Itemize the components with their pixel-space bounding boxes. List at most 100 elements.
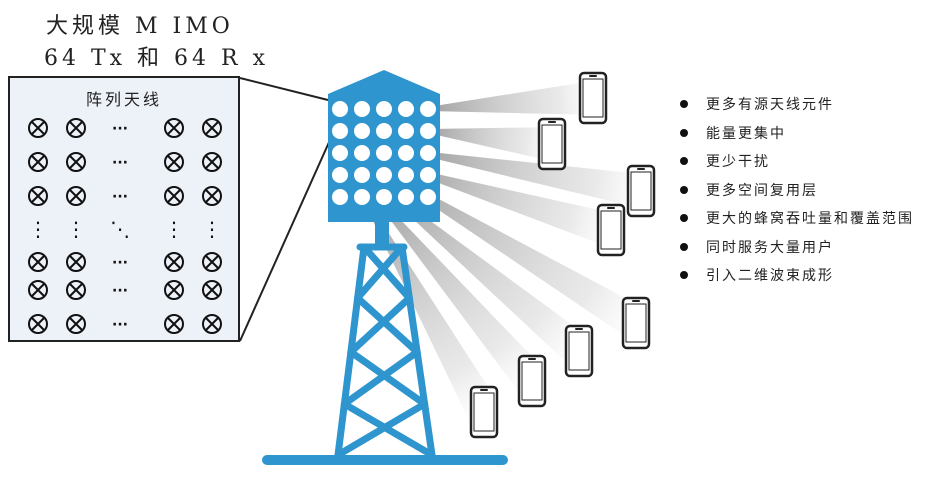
antenna-element-dot (376, 145, 392, 161)
cross-circle-icon (28, 152, 48, 172)
smartphone-icon (596, 203, 626, 257)
cross-circle-icon (164, 252, 184, 272)
beam (427, 81, 595, 115)
vertical-ellipsis: ⋮ (202, 217, 222, 241)
antenna-element-dot (376, 189, 392, 205)
beam (393, 176, 645, 338)
smartphone-icon (621, 296, 651, 350)
tower-lattice (334, 243, 436, 459)
tower-base (262, 455, 508, 465)
antenna-array-panel: 阵列天线 ··· ··· ··· ⋮ ⋮ ⋱ ⋮ ⋮ ··· ··· ··· (8, 76, 240, 342)
beam (383, 188, 590, 365)
antenna-element-grid: ··· ··· ··· ⋮ ⋮ ⋱ ⋮ ⋮ ··· ··· ··· (28, 118, 222, 334)
antenna-element-dot (332, 145, 348, 161)
bullet-icon (680, 157, 688, 166)
smartphone-icon (564, 324, 594, 378)
feature-item: 能量更集中 (676, 119, 914, 148)
antenna-element-dot (376, 101, 392, 117)
beam-group (363, 81, 645, 421)
cross-circle-icon (202, 152, 222, 172)
cross-circle-icon (202, 118, 222, 138)
vertical-ellipsis: ⋮ (164, 217, 184, 241)
feature-item: 同时服务大量用户 (676, 233, 914, 262)
antenna-element-dot (332, 167, 348, 183)
diagonal-ellipsis: ⋱ (110, 217, 130, 241)
cross-circle-icon (164, 152, 184, 172)
cross-circle-icon (28, 314, 48, 334)
cross-circle-icon (164, 118, 184, 138)
vertical-ellipsis: ⋮ (28, 217, 48, 241)
smartphone-icon (537, 117, 567, 171)
horizontal-ellipsis: ··· (112, 189, 128, 205)
array-panel-label: 阵列天线 (85, 90, 162, 109)
beam (427, 127, 554, 161)
antenna-element-dot (332, 101, 348, 117)
tower-neck (375, 220, 389, 250)
antenna-element-dot (398, 189, 414, 205)
bullet-icon (680, 271, 688, 280)
smartphone-icon (626, 164, 656, 218)
feature-item: 更多有源天线元件 (676, 90, 914, 119)
cross-circle-icon (66, 118, 86, 138)
antenna-element-dot (376, 123, 392, 139)
bullet-icon (680, 185, 688, 194)
antenna-element-dot (332, 189, 348, 205)
antenna-element-dot (420, 167, 436, 183)
beam (409, 168, 616, 247)
horizontal-ellipsis: ··· (112, 283, 128, 299)
antenna-element-dot (332, 123, 348, 139)
horizontal-ellipsis: ··· (112, 255, 128, 271)
cross-circle-icon (202, 280, 222, 300)
antenna-element-dot (398, 145, 414, 161)
cross-circle-icon (28, 186, 48, 206)
cross-circle-icon (66, 314, 86, 334)
antenna-element-dot (354, 101, 370, 117)
antenna-element-dot (420, 189, 436, 205)
cross-circle-icon (66, 280, 86, 300)
cross-circle-icon (66, 252, 86, 272)
antenna-element-dot (354, 145, 370, 161)
title-line-2: 64 Tx 和 64 R x (44, 46, 270, 71)
antenna-element-dot (354, 123, 370, 139)
feature-item: 更少干扰 (676, 147, 914, 176)
bullet-icon (680, 100, 688, 109)
antenna-element-dot (376, 167, 392, 183)
beam (373, 194, 545, 392)
feature-list: 更多有源天线元件 能量更集中 更少干扰 更多空间复用层 更大的蜂窝吞吐量和覆盖范… (676, 90, 914, 290)
horizontal-ellipsis: ··· (112, 121, 128, 137)
bullet-icon (680, 242, 688, 251)
cross-circle-icon (164, 314, 184, 334)
phone-group (469, 71, 656, 439)
feature-item: 更大的蜂窝吞吐量和覆盖范围 (676, 204, 914, 233)
beam (419, 151, 644, 208)
cross-circle-icon (202, 186, 222, 206)
cross-circle-icon (66, 152, 86, 172)
bullet-icon (680, 128, 688, 137)
zoom-connector-lines (239, 77, 331, 342)
cross-circle-icon (164, 280, 184, 300)
antenna-element-dot (398, 123, 414, 139)
cross-circle-icon (202, 314, 222, 334)
cross-circle-icon (66, 186, 86, 206)
antenna-element-dot (354, 167, 370, 183)
title-line-1: 大规模 M IMO (46, 14, 234, 39)
horizontal-ellipsis: ··· (112, 317, 128, 333)
cross-circle-icon (28, 252, 48, 272)
smartphone-icon (517, 354, 547, 408)
cell-tower (262, 70, 508, 465)
horizontal-ellipsis: ··· (112, 155, 128, 171)
feature-item: 更多空间复用层 (676, 176, 914, 205)
feature-item: 引入二维波束成形 (676, 261, 914, 290)
bullet-icon (680, 214, 688, 223)
cross-circle-icon (28, 118, 48, 138)
antenna-element-dot (398, 167, 414, 183)
vertical-ellipsis: ⋮ (66, 217, 86, 241)
antenna-element-dot (420, 123, 436, 139)
cross-circle-icon (202, 252, 222, 272)
antenna-element-dot (420, 101, 436, 117)
smartphone-icon (578, 71, 608, 125)
smartphone-icon (469, 385, 499, 439)
cross-circle-icon (164, 186, 184, 206)
antenna-element-dot (398, 101, 414, 117)
